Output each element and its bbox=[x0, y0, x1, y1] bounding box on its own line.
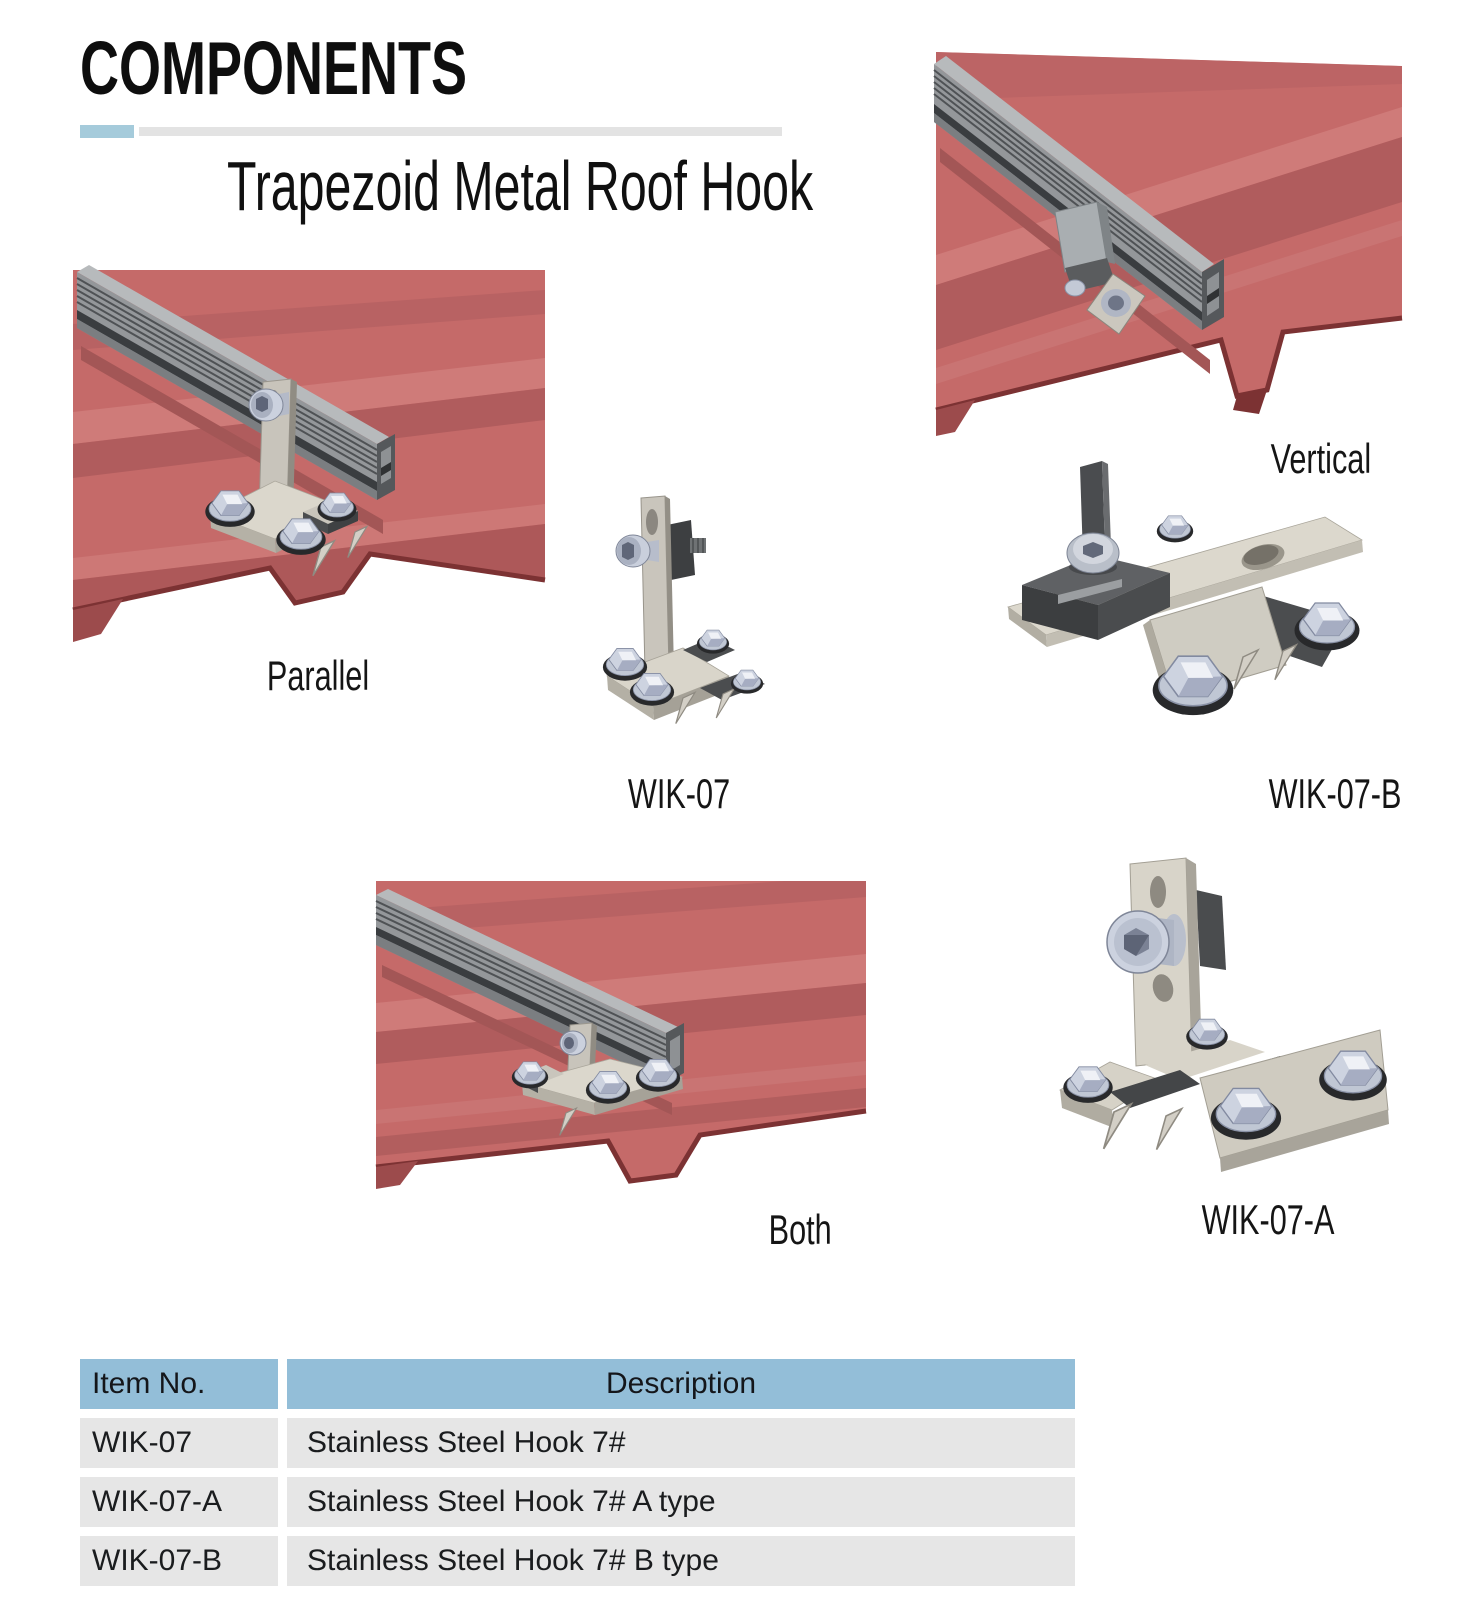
parallel-rail bbox=[76, 265, 395, 534]
table-header-row: Item No. Description bbox=[80, 1359, 1075, 1409]
title-underline-accent bbox=[80, 125, 134, 138]
vertical-label: Vertical bbox=[1270, 435, 1372, 482]
section-subtitle-text: Trapezoid Metal Roof Hook bbox=[227, 147, 814, 225]
table-header-description: Description bbox=[287, 1359, 1075, 1409]
wik07a-hook bbox=[1059, 857, 1389, 1172]
wik07b-component-illustration bbox=[1007, 461, 1363, 716]
page-title-text: COMPONENTS bbox=[80, 26, 468, 110]
section-subtitle: Trapezoid Metal Roof Hook bbox=[227, 148, 1076, 225]
table-row: WIK-07-A Stainless Steel Hook 7# A type bbox=[80, 1477, 1075, 1527]
vertical-roof-illustration bbox=[933, 52, 1403, 436]
description-cell: Stainless Steel Hook 7# B type bbox=[287, 1536, 1075, 1586]
item-no-cell: WIK-07-B bbox=[80, 1536, 278, 1586]
vertical-hook-bracket bbox=[1054, 201, 1146, 335]
wik07b-hook bbox=[1007, 461, 1363, 716]
item-no-cell: WIK-07-A bbox=[80, 1477, 278, 1527]
wik07-component-illustration bbox=[602, 495, 765, 725]
wik07a-component-illustration bbox=[1059, 857, 1389, 1172]
table-row: WIK-07 Stainless Steel Hook 7# bbox=[80, 1418, 1075, 1468]
table-row: WIK-07-B Stainless Steel Hook 7# B type bbox=[80, 1536, 1075, 1586]
description-cell: Stainless Steel Hook 7# bbox=[287, 1418, 1075, 1468]
wik07-label: WIK-07 bbox=[627, 770, 731, 817]
wik07b-label: WIK-07-B bbox=[1268, 770, 1402, 817]
table-header-item-no: Item No. bbox=[80, 1359, 278, 1409]
both-hook-bracket bbox=[511, 1022, 684, 1136]
both-label: Both bbox=[768, 1206, 832, 1253]
wik07-hook bbox=[602, 495, 765, 725]
title-underline-line bbox=[139, 127, 782, 136]
parallel-label: Parallel bbox=[266, 652, 370, 699]
components-table: Item No. Description WIK-07 Stainless St… bbox=[80, 1359, 1075, 1586]
item-no-cell: WIK-07 bbox=[80, 1418, 278, 1468]
wik07a-label: WIK-07-A bbox=[1201, 1196, 1335, 1243]
description-cell: Stainless Steel Hook 7# A type bbox=[287, 1477, 1075, 1527]
page-title: COMPONENTS bbox=[80, 27, 618, 110]
parallel-hook-bracket bbox=[204, 378, 368, 577]
both-roof-illustration bbox=[375, 881, 867, 1189]
parallel-roof-illustration bbox=[72, 265, 546, 642]
